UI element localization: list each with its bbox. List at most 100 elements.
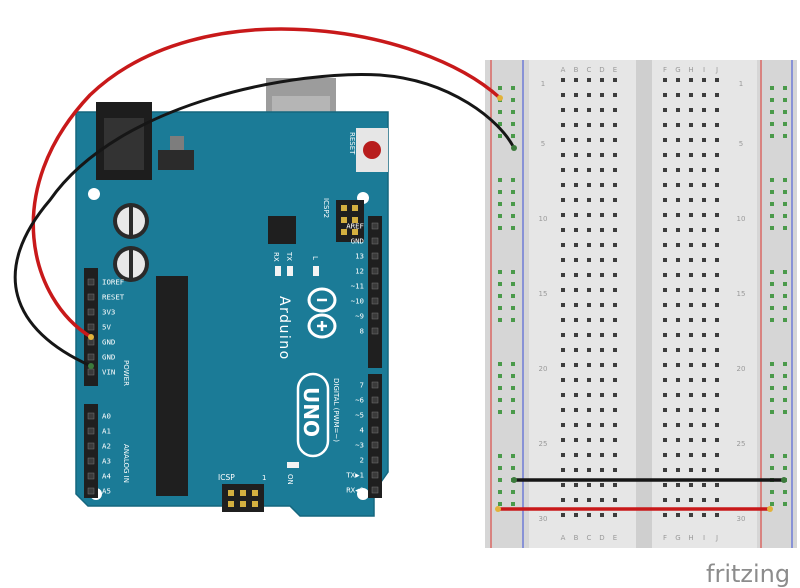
breadboard-hole[interactable] (702, 258, 706, 262)
breadboard-hole[interactable] (574, 498, 578, 502)
breadboard-hole[interactable] (613, 513, 617, 517)
breadboard-hole[interactable] (715, 378, 719, 382)
power-rail-hole[interactable] (498, 410, 502, 414)
breadboard-hole[interactable] (600, 183, 604, 187)
breadboard-hole[interactable] (702, 213, 706, 217)
power-rail-hole[interactable] (783, 318, 787, 322)
breadboard-hole[interactable] (600, 228, 604, 232)
power-rail-hole[interactable] (511, 294, 515, 298)
breadboard-hole[interactable] (663, 288, 667, 292)
breadboard-hole[interactable] (587, 228, 591, 232)
power-rail-hole[interactable] (498, 386, 502, 390)
breadboard-hole[interactable] (715, 228, 719, 232)
breadboard-hole[interactable] (676, 303, 680, 307)
breadboard-hole[interactable] (715, 513, 719, 517)
breadboard-hole[interactable] (676, 198, 680, 202)
breadboard-hole[interactable] (587, 153, 591, 157)
breadboard-hole[interactable] (561, 243, 565, 247)
analog-pin[interactable] (87, 442, 95, 450)
breadboard-hole[interactable] (561, 78, 565, 82)
power-rail-hole[interactable] (498, 490, 502, 494)
breadboard-hole[interactable] (689, 153, 693, 157)
breadboard-hole[interactable] (587, 318, 591, 322)
power-rail-hole[interactable] (511, 362, 515, 366)
breadboard-hole[interactable] (600, 393, 604, 397)
breadboard-hole[interactable] (689, 438, 693, 442)
breadboard-hole[interactable] (574, 213, 578, 217)
breadboard-hole[interactable] (561, 393, 565, 397)
breadboard-hole[interactable] (689, 138, 693, 142)
power-rail-hole[interactable] (783, 122, 787, 126)
breadboard-hole[interactable] (676, 408, 680, 412)
breadboard-hole[interactable] (702, 423, 706, 427)
breadboard-hole[interactable] (587, 258, 591, 262)
wire-5v-to-breadboard-rail[interactable] (31, 27, 502, 339)
breadboard-hole[interactable] (587, 453, 591, 457)
power-rail-hole[interactable] (770, 282, 774, 286)
breadboard-hole[interactable] (663, 318, 667, 322)
breadboard-hole[interactable] (574, 483, 578, 487)
power-rail-hole[interactable] (770, 306, 774, 310)
breadboard-hole[interactable] (561, 303, 565, 307)
power-rail-hole[interactable] (498, 226, 502, 230)
breadboard-hole[interactable] (689, 513, 693, 517)
breadboard-hole[interactable] (715, 453, 719, 457)
breadboard-hole[interactable] (689, 408, 693, 412)
power-rail-hole[interactable] (511, 410, 515, 414)
breadboard-hole[interactable] (676, 183, 680, 187)
wire-gnd-to-breadboard-rail[interactable] (13, 73, 516, 368)
power-rail-hole[interactable] (783, 270, 787, 274)
digital-pin[interactable] (371, 486, 379, 494)
power-rail-hole[interactable] (498, 214, 502, 218)
breadboard-hole[interactable] (663, 378, 667, 382)
breadboard-hole[interactable] (663, 498, 667, 502)
power-rail-hole[interactable] (498, 134, 502, 138)
breadboard-hole[interactable] (613, 498, 617, 502)
breadboard-hole[interactable] (574, 303, 578, 307)
breadboard-hole[interactable] (613, 168, 617, 172)
breadboard-hole[interactable] (689, 468, 693, 472)
breadboard-hole[interactable] (676, 288, 680, 292)
breadboard-hole[interactable] (561, 138, 565, 142)
breadboard-hole[interactable] (676, 513, 680, 517)
breadboard-hole[interactable] (613, 318, 617, 322)
breadboard-hole[interactable] (613, 393, 617, 397)
breadboard-hole[interactable] (613, 228, 617, 232)
breadboard-hole[interactable] (715, 363, 719, 367)
breadboard-hole[interactable] (702, 243, 706, 247)
breadboard-hole[interactable] (600, 213, 604, 217)
breadboard-hole[interactable] (613, 108, 617, 112)
breadboard-hole[interactable] (600, 423, 604, 427)
breadboard-hole[interactable] (702, 153, 706, 157)
breadboard-hole[interactable] (600, 303, 604, 307)
power-rail-hole[interactable] (511, 270, 515, 274)
power-rail-hole[interactable] (770, 362, 774, 366)
breadboard-hole[interactable] (574, 198, 578, 202)
breadboard-hole[interactable] (715, 153, 719, 157)
breadboard-hole[interactable] (574, 183, 578, 187)
breadboard-hole[interactable] (663, 108, 667, 112)
breadboard-hole[interactable] (574, 258, 578, 262)
breadboard-hole[interactable] (613, 258, 617, 262)
breadboard-hole[interactable] (574, 288, 578, 292)
analog-pin[interactable] (87, 427, 95, 435)
power-rail-hole[interactable] (511, 86, 515, 90)
breadboard-hole[interactable] (600, 318, 604, 322)
breadboard-hole[interactable] (715, 78, 719, 82)
breadboard-hole[interactable] (574, 108, 578, 112)
breadboard-hole[interactable] (587, 438, 591, 442)
breadboard-hole[interactable] (663, 168, 667, 172)
power-rail-hole[interactable] (770, 134, 774, 138)
breadboard-hole[interactable] (702, 438, 706, 442)
digital-pin[interactable] (371, 327, 379, 335)
breadboard-hole[interactable] (676, 453, 680, 457)
power-rail-hole[interactable] (511, 386, 515, 390)
breadboard-hole[interactable] (689, 483, 693, 487)
breadboard-hole[interactable] (600, 408, 604, 412)
power-rail-hole[interactable] (783, 386, 787, 390)
power-rail-hole[interactable] (770, 178, 774, 182)
breadboard-hole[interactable] (574, 318, 578, 322)
breadboard-hole[interactable] (663, 258, 667, 262)
breadboard-hole[interactable] (600, 468, 604, 472)
breadboard-hole[interactable] (613, 243, 617, 247)
